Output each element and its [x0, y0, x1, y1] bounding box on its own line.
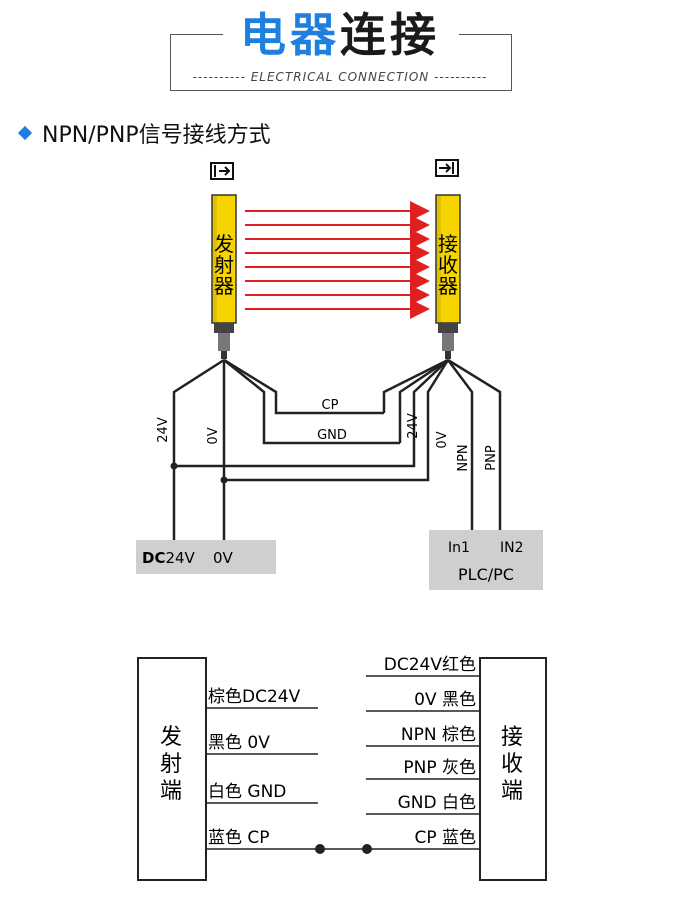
wires — [172, 358, 502, 540]
emitter-label-char-3: 器 — [214, 274, 234, 298]
wire-label-24v-left: 24V — [156, 417, 171, 443]
receiver-end-char-3: 端 — [501, 779, 523, 804]
cp-junction-dot — [315, 844, 325, 854]
power-0v: 0V — [213, 549, 234, 567]
wire-label-24v-right: 24V — [406, 413, 421, 439]
title-highlight: 电器 — [240, 8, 340, 62]
title-rest: 连接 — [340, 8, 440, 62]
emitter-end-char-1: 发 — [160, 725, 182, 750]
emitter-end-char-2: 射 — [160, 752, 182, 777]
wire-label-npn: NPN — [456, 444, 471, 471]
junction-dot — [220, 476, 228, 484]
power-supply-box — [136, 540, 276, 574]
junction-dot — [170, 462, 178, 470]
wire-label-0v-right: 0V — [435, 431, 450, 448]
plc-in2: IN2 — [500, 540, 524, 556]
plc-name: PLC/PC — [458, 565, 514, 584]
emitter-symbol-icon — [210, 162, 234, 180]
emitter-wire-lines — [206, 707, 480, 850]
emitter-wire-2: 黑色 0V — [208, 733, 270, 753]
receiver-wire-2: 0V 黑色 — [414, 690, 476, 710]
receiver-wire-lines — [366, 675, 480, 815]
receiver-symbol-icon — [435, 159, 459, 177]
title-frame — [170, 34, 512, 91]
receiver-sensor — [435, 194, 461, 359]
wire-label-cp: CP — [322, 398, 339, 413]
wire-label-pnp: PNP — [484, 445, 499, 471]
emitter-end-box — [137, 657, 207, 881]
section-heading: NPN/PNP信号接线方式 — [17, 117, 271, 149]
receiver-end-char-2: 收 — [501, 752, 523, 777]
receiver-wire-6: CP 蓝色 — [414, 828, 476, 848]
emitter-end-char-3: 端 — [160, 779, 182, 804]
receiver-wire-3: NPN 棕色 — [401, 725, 476, 745]
plc-in1: In1 — [448, 540, 470, 556]
power-24v: 24V — [165, 549, 195, 567]
emitter-sensor — [211, 194, 237, 359]
receiver-label-char-3: 器 — [438, 274, 458, 298]
receiver-end-box — [479, 657, 547, 881]
power-dc: DC — [142, 549, 165, 567]
emitter-wire-3: 白色 GND — [208, 782, 286, 802]
emitter-wire-1: 棕色DC24V — [208, 687, 301, 707]
cp-junction-dot — [362, 844, 372, 854]
receiver-end-char-1: 接 — [501, 725, 523, 750]
receiver-wire-4: PNP 灰色 — [403, 758, 476, 778]
receiver-label-char-2: 收 — [438, 253, 458, 277]
receiver-wire-1: DC24V红色 — [384, 655, 476, 675]
wire-label-0v-left: 0V — [206, 427, 221, 444]
emitter-label-char-2: 射 — [214, 253, 234, 277]
page-subtitle: ---------- ELECTRICAL CONNECTION -------… — [192, 70, 488, 84]
wire-label-gnd: GND — [317, 428, 347, 443]
plc-box — [429, 530, 543, 590]
power-supply-label: DC24V — [142, 549, 196, 567]
section-label: NPN/PNP信号接线方式 — [42, 123, 271, 148]
emitter-wire-4: 蓝色 CP — [208, 828, 270, 848]
light-beams — [245, 201, 430, 319]
receiver-label-char-1: 接 — [438, 232, 458, 256]
emitter-label-char-1: 发 — [214, 232, 234, 256]
page-title: 电器连接 — [0, 8, 680, 62]
receiver-wire-5: GND 白色 — [398, 793, 476, 813]
